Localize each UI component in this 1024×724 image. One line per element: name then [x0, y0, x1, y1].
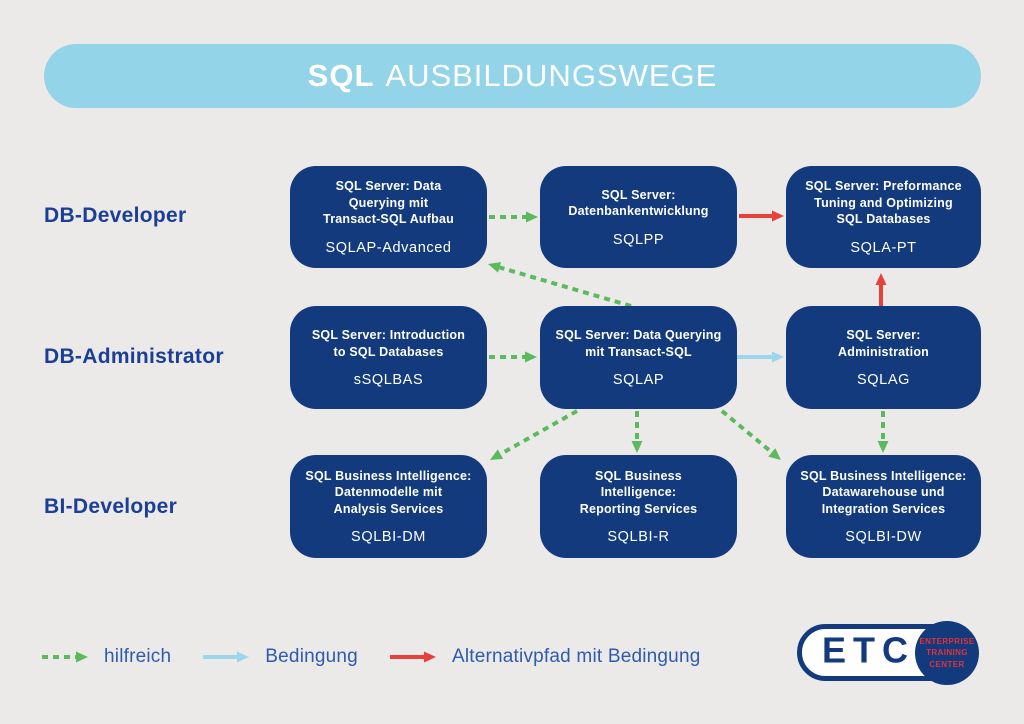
- page-title-bold: SQL: [307, 58, 375, 93]
- etc-logo-text: ETC: [822, 629, 915, 671]
- course-code: SQLBI-DM: [351, 529, 426, 546]
- course-title: SQL Server: Datenbankentwicklung: [568, 187, 709, 219]
- etc-logo: ETC ENTERPRISE TRAINING CENTER: [797, 621, 979, 685]
- row-label-db-administrator: DB-Administrator: [44, 345, 224, 368]
- course-box-sqlag: SQL Server: Administration SQLAG: [786, 306, 981, 409]
- course-box-sqlbi-r: SQL Business Intelligence: Reporting Ser…: [540, 455, 737, 558]
- row-label-bi-developer: BI-Developer: [44, 495, 178, 518]
- course-title: SQL Server: Data Querying mit Transact-S…: [555, 328, 722, 359]
- course-box-sqlap: SQL Server: Data Querying mit Transact-S…: [540, 306, 737, 409]
- course-code: SQLAP-Advanced: [325, 239, 452, 256]
- page-title: SQL AUSBILDUNGSWEGE: [44, 44, 981, 108]
- dotted-arrow-icon: [42, 651, 88, 663]
- legend: hilfreich Bedingung Alternativpfad mit B…: [40, 646, 700, 668]
- course-title: SQL Server: Administration: [838, 328, 929, 359]
- etc-logo-circle-line: ENTERPRISE: [919, 637, 975, 647]
- course-box-sqlpp: SQL Server: Datenbankentwicklung SQLPP: [540, 166, 737, 268]
- legend-item-alternativ: Alternativpfad mit Bedingung: [388, 646, 701, 668]
- course-code: SQLBI-R: [607, 529, 670, 546]
- course-box-sqlbi-dw: SQL Business Intelligence: Datawarehouse…: [786, 455, 981, 558]
- solid-arrow-icon: [389, 651, 436, 663]
- legend-item-hilfreich: hilfreich: [40, 646, 171, 668]
- course-title: SQL Server: Preformance Tuning and Optim…: [805, 179, 962, 227]
- etc-logo-circle: ENTERPRISE TRAINING CENTER: [915, 621, 979, 685]
- etc-logo-circle-line: TRAINING: [926, 648, 968, 658]
- etc-logo-circle-line: CENTER: [929, 659, 965, 669]
- course-title: SQL Business Intelligence: Reporting Ser…: [579, 468, 698, 516]
- course-code: SQLPP: [612, 231, 665, 248]
- solid-arrow-icon: [203, 651, 250, 663]
- course-code: SQLBI-DW: [845, 529, 922, 546]
- page-title-rest: AUSBILDUNGSWEGE: [385, 58, 718, 93]
- course-code: SQLAG: [857, 372, 910, 388]
- course-code: SQLA-PT: [850, 239, 917, 256]
- course-title: SQL Server: Data Querying mit Transact-S…: [323, 179, 454, 227]
- course-title: SQL Server: Introduction to SQL Database…: [311, 328, 466, 359]
- course-code: sSQLBAS: [353, 372, 424, 388]
- legend-label: Alternativpfad mit Bedingung: [451, 646, 701, 667]
- course-box-ssqlbas: SQL Server: Introduction to SQL Database…: [290, 306, 487, 409]
- course-title: SQL Business Intelligence: Datenmodelle …: [305, 468, 472, 516]
- row-label-db-developer: DB-Developer: [44, 204, 187, 227]
- course-box-sqla-pt: SQL Server: Preformance Tuning and Optim…: [786, 166, 981, 268]
- course-title: SQL Business Intelligence: Datawarehouse…: [800, 468, 967, 516]
- legend-label: Bedingung: [265, 646, 358, 667]
- course-code: SQLAP: [612, 372, 665, 388]
- course-box-sqlap-advanced: SQL Server: Data Querying mit Transact-S…: [290, 166, 487, 268]
- course-box-sqlbi-dm: SQL Business Intelligence: Datenmodelle …: [290, 455, 487, 558]
- legend-label: hilfreich: [104, 646, 172, 667]
- legend-item-bedingung: Bedingung: [201, 646, 358, 668]
